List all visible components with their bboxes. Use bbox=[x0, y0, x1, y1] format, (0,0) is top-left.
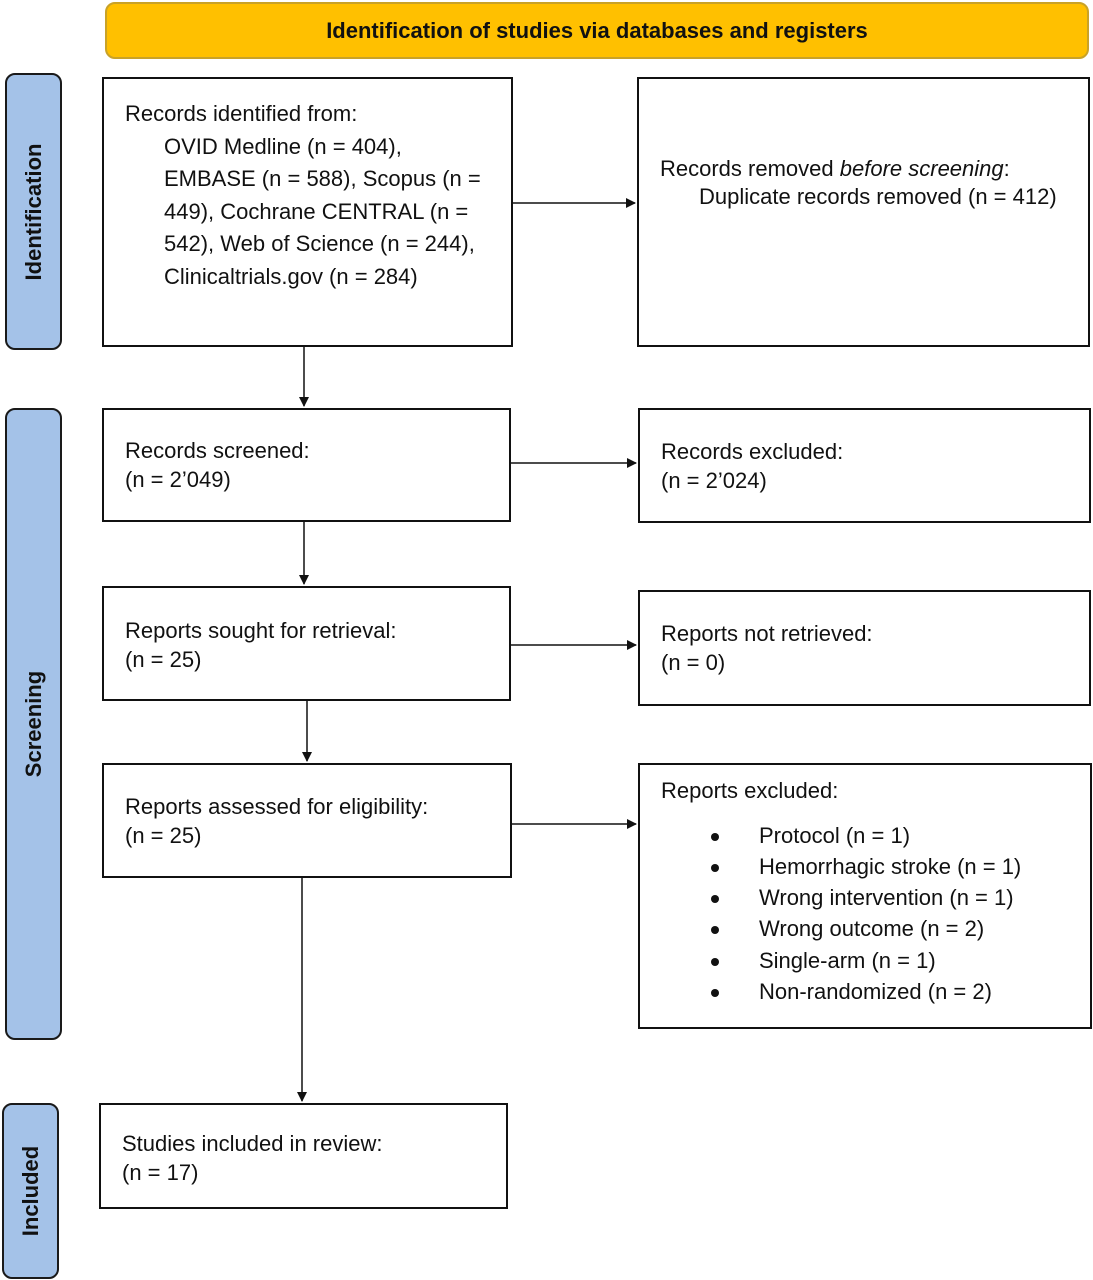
included-count: (n = 17) bbox=[122, 1160, 199, 1185]
removed-detail: Duplicate records removed (n = 412) bbox=[699, 184, 1057, 209]
phase-screening: Screening bbox=[5, 408, 62, 1040]
exclusion-reason: Single-arm (n = 1) bbox=[661, 945, 1069, 976]
records-excluded-box: Records excluded: (n = 2’024) bbox=[638, 408, 1091, 523]
screened-label: Records screened: bbox=[125, 438, 310, 463]
not-retrieved-label: Reports not retrieved: bbox=[661, 621, 873, 646]
exclusion-reason: Hemorrhagic stroke (n = 1) bbox=[661, 851, 1069, 882]
removed-prefix: Records removed bbox=[660, 156, 840, 181]
not-retrieved-count: (n = 0) bbox=[661, 650, 726, 675]
records-identified-box: Records identified from: OVID Medline (n… bbox=[102, 77, 513, 347]
assessed-count: (n = 25) bbox=[125, 823, 202, 848]
records-removed-box: Records removed before screening: Duplic… bbox=[637, 77, 1090, 347]
included-label: Studies included in review: bbox=[122, 1131, 383, 1156]
records-screened-box: Records screened: (n = 2’049) bbox=[102, 408, 511, 522]
exclusion-reason: Wrong outcome (n = 2) bbox=[661, 913, 1069, 944]
sought-label: Reports sought for retrieval: bbox=[125, 618, 397, 643]
reports-not-retrieved-box: Reports not retrieved: (n = 0) bbox=[638, 590, 1091, 706]
reports-excluded-label: Reports excluded: bbox=[661, 778, 839, 803]
exclusion-reasons-list: Protocol (n = 1) Hemorrhagic stroke (n =… bbox=[661, 820, 1069, 1008]
studies-included-box: Studies included in review: (n = 17) bbox=[99, 1103, 508, 1209]
screened-count: (n = 2’049) bbox=[125, 467, 231, 492]
removed-suffix: : bbox=[1003, 156, 1010, 181]
reports-assessed-box: Reports assessed for eligibility: (n = 2… bbox=[102, 763, 512, 878]
header-banner: Identification of studies via databases … bbox=[105, 2, 1089, 59]
exclusion-reason: Wrong intervention (n = 1) bbox=[661, 882, 1069, 913]
identified-sources: OVID Medline (n = 404), EMBASE (n = 588)… bbox=[164, 133, 481, 289]
reports-excluded-box: Reports excluded: Protocol (n = 1) Hemor… bbox=[638, 763, 1092, 1029]
reports-sought-box: Reports sought for retrieval: (n = 25) bbox=[102, 586, 511, 701]
excluded-label: Records excluded: bbox=[661, 439, 844, 464]
removed-italic: before screening bbox=[839, 156, 1004, 181]
identified-heading: Records identified from: bbox=[125, 101, 358, 126]
assessed-label: Reports assessed for eligibility: bbox=[125, 794, 429, 819]
exclusion-reason: Non-randomized (n = 2) bbox=[661, 976, 1069, 1007]
excluded-count: (n = 2’024) bbox=[661, 468, 767, 493]
exclusion-reason: Protocol (n = 1) bbox=[661, 820, 1069, 851]
phase-identification: Identification bbox=[5, 73, 62, 350]
phase-included: Included bbox=[2, 1103, 59, 1279]
header-title: Identification of studies via databases … bbox=[326, 17, 868, 43]
sought-count: (n = 25) bbox=[125, 647, 202, 672]
